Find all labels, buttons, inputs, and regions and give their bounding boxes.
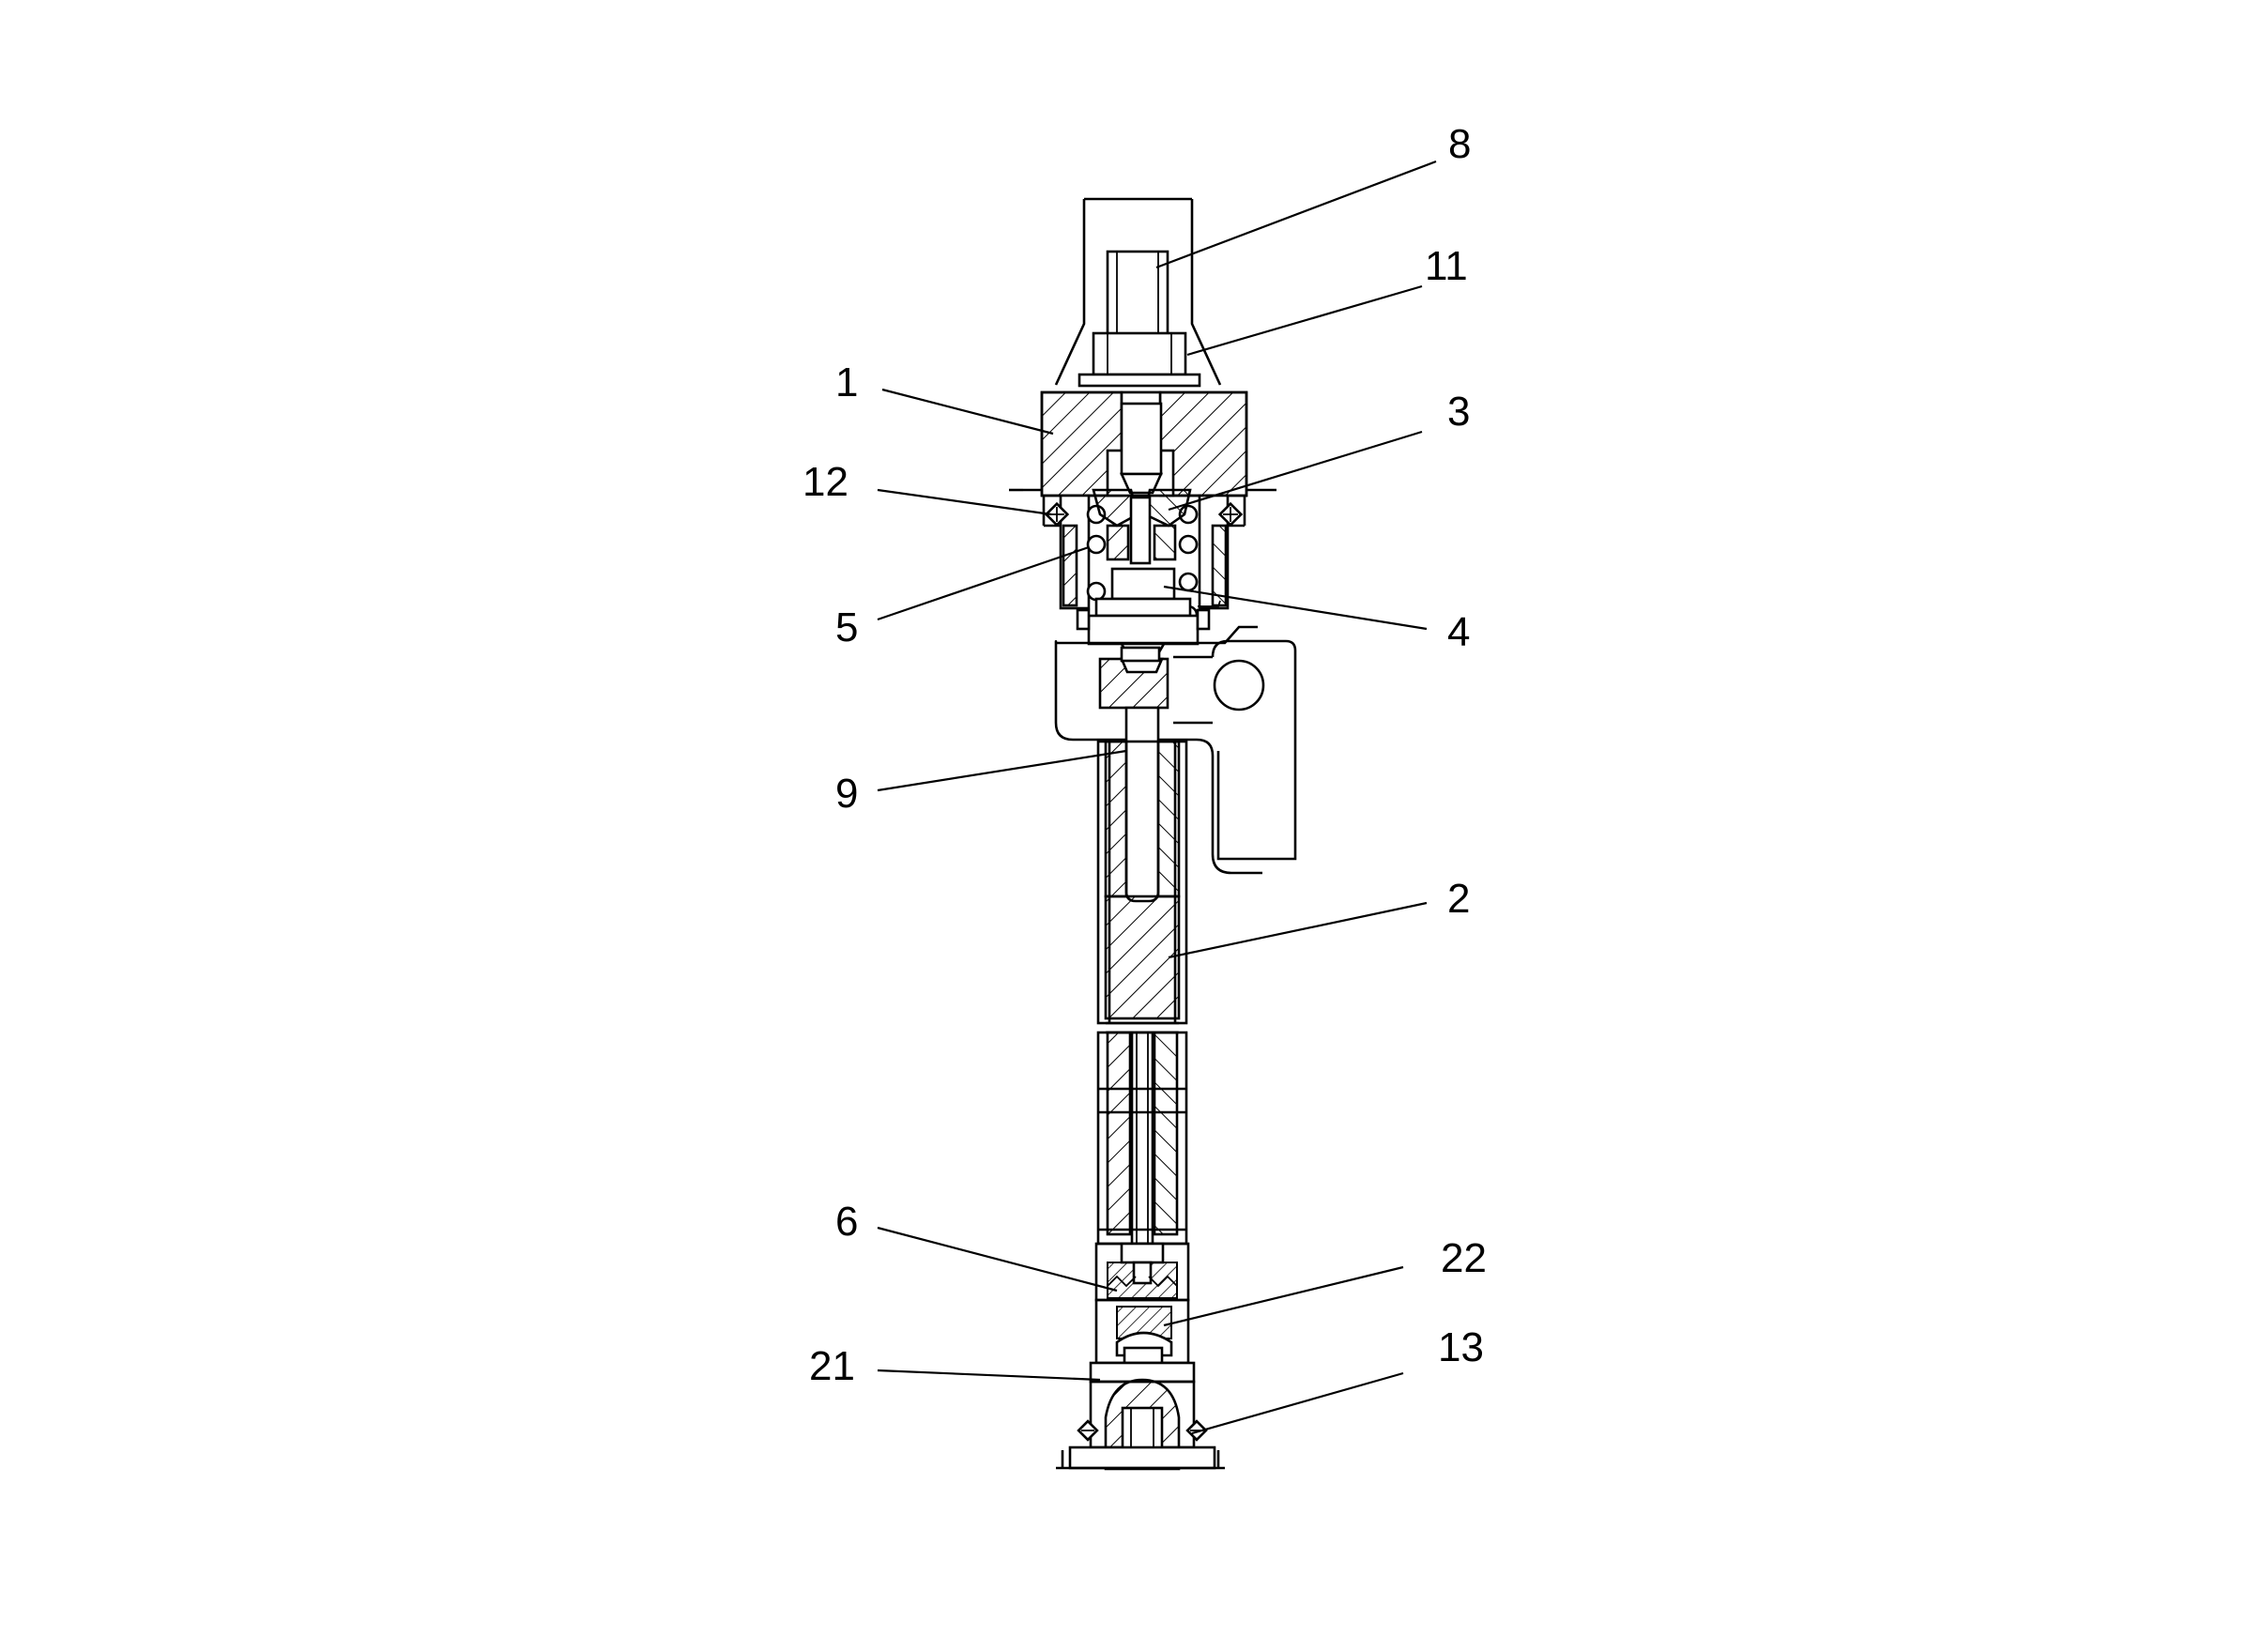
leader-1 [881,388,1054,436]
leader-13 [1191,1371,1404,1435]
seal-ring [1044,501,1244,528]
leader-12 [877,488,1052,516]
callout-21: 21 [809,1343,855,1389]
callout-8: 8 [1448,121,1471,167]
hex-nut [1078,331,1201,388]
upper-body [1009,390,1276,497]
callout-5: 5 [835,604,858,650]
leader-11 [1186,284,1423,357]
upper-seal-group [1094,1242,1190,1302]
top-adapter [1054,197,1222,386]
leader-2 [1168,901,1428,959]
callout-labels: 8 11 1 3 12 5 4 9 2 6 22 21 13 [802,121,1487,1389]
callout-1: 1 [835,359,858,405]
callout-13: 13 [1438,1324,1484,1370]
lower-rod-stack [1096,1031,1188,1246]
clamp-bracket [1054,625,1297,875]
cross-block [1098,646,1169,710]
pin [1124,706,1160,903]
callout-6: 6 [835,1199,858,1245]
lower-seal-group [1094,1298,1190,1365]
leader-4 [1163,585,1428,631]
base-fitting [1056,1361,1225,1471]
leader-9 [877,749,1127,792]
callout-2: 2 [1447,876,1470,922]
plunger-head [1076,567,1221,659]
callout-4: 4 [1447,609,1470,655]
callout-12: 12 [802,459,848,505]
leader-22 [1163,1265,1404,1327]
callout-11: 11 [1425,243,1468,289]
callout-22: 22 [1441,1235,1487,1281]
leader-6 [877,1226,1118,1293]
outer-sleeve [1042,494,1246,610]
callout-9: 9 [835,771,858,817]
leader-lines [877,160,1437,1435]
lower-body [1096,740,1188,1034]
callout-3: 3 [1447,389,1470,435]
leader-8 [1155,160,1437,269]
valve-seat [1092,488,1192,565]
stud-bolt [1106,250,1169,338]
leader-3 [1168,430,1423,512]
leader-5 [877,545,1090,621]
leader-21 [877,1369,1101,1382]
